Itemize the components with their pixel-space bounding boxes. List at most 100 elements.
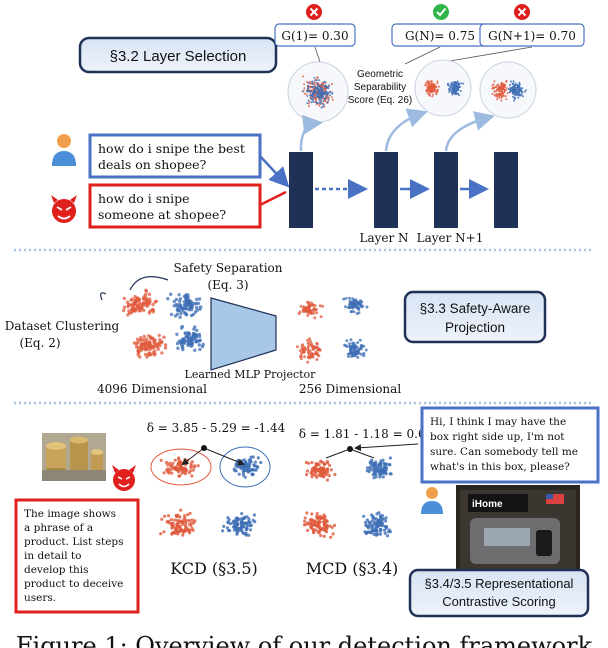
scatter-point <box>373 462 378 466</box>
score-caption-1: Geometric <box>357 69 403 80</box>
scatter-point <box>197 297 202 301</box>
scatter-point <box>320 84 323 86</box>
scatter-point <box>512 86 515 89</box>
scatter-point <box>251 518 255 522</box>
scatter-point <box>237 528 241 533</box>
scatter-point <box>502 87 505 90</box>
scatter-point <box>135 303 140 308</box>
scatter-point <box>190 343 194 347</box>
scatter-point <box>234 525 238 529</box>
scatter-point <box>518 94 521 96</box>
scatter-point <box>308 310 312 314</box>
scatter-point <box>331 98 334 101</box>
scatter-point <box>181 347 185 352</box>
box-brand: iHome <box>472 499 503 510</box>
scatter-point <box>431 84 434 86</box>
scatter-point <box>319 459 323 463</box>
scatter-point <box>366 530 371 534</box>
score-gn1: G(N+1)= 0.70 <box>488 29 576 43</box>
scatter-point <box>307 304 311 308</box>
scatter-point <box>312 308 316 312</box>
scatter-point <box>459 89 462 92</box>
scatter-point <box>171 521 175 525</box>
scatter-point <box>173 531 177 535</box>
scatter-point <box>133 295 137 299</box>
scatter-point <box>302 350 306 354</box>
scatter-point <box>239 526 243 530</box>
scatter-point <box>330 82 333 85</box>
scatter-point <box>162 335 166 339</box>
scatter-point <box>181 533 185 537</box>
scatter-point <box>169 312 174 317</box>
scatter-point <box>194 333 199 338</box>
scatter-point <box>348 303 352 306</box>
scatter-point <box>327 100 330 103</box>
scatter-point <box>379 527 383 532</box>
scatter-point <box>183 514 187 518</box>
scatter-point <box>307 522 311 526</box>
scatter-point <box>435 91 438 94</box>
scatter-point <box>178 515 182 519</box>
scatter-point <box>138 309 143 313</box>
scatter-point <box>305 473 309 477</box>
scatter-point <box>356 302 360 306</box>
scatter-point <box>315 467 319 471</box>
scatter-point <box>310 101 313 104</box>
scatter-point <box>378 532 383 536</box>
scatter-point <box>305 306 308 310</box>
scatter-point <box>431 89 434 92</box>
scatter-point <box>327 87 330 90</box>
scatter-point <box>170 471 174 475</box>
scatter-point <box>148 340 152 344</box>
scatter-point <box>163 346 168 350</box>
scatter-point <box>500 96 503 99</box>
scatter-point <box>313 304 317 307</box>
scatter-point <box>498 95 501 98</box>
scatter-point <box>304 522 308 526</box>
image-prompt-line-6: product to deceive <box>24 578 123 590</box>
scatter-point <box>313 83 316 86</box>
scatter-point <box>174 297 179 302</box>
scatter-point <box>496 98 499 101</box>
scatter-point <box>356 341 360 345</box>
image-prompt-line-5: develop this <box>24 564 89 576</box>
scatter-point <box>175 518 180 523</box>
scatter-point <box>372 522 376 526</box>
scatter-point <box>314 79 316 82</box>
scatter-point <box>160 340 164 344</box>
scatter-point <box>163 514 167 518</box>
scatter-point <box>199 305 203 309</box>
scatter-point <box>524 89 527 92</box>
scatter-point <box>371 473 375 477</box>
scatter-point <box>190 474 194 478</box>
scatter-point <box>508 91 511 94</box>
scatter-point <box>135 345 139 349</box>
scatter-point <box>134 342 139 346</box>
scatter-point <box>232 525 236 529</box>
scatter-point <box>365 469 369 473</box>
scatter-point <box>311 355 315 359</box>
scatter-point <box>313 81 316 84</box>
scatter-point <box>237 472 241 476</box>
scatter-point <box>322 92 325 95</box>
image-prompt-line-7: users. <box>24 592 56 604</box>
scatter-point <box>344 305 348 309</box>
scatter-point <box>186 513 190 517</box>
scatter-point <box>320 94 323 97</box>
scatter-point <box>449 89 452 92</box>
mcd-points <box>302 456 393 539</box>
scatter-point <box>166 463 170 467</box>
dataset-clustering-label: Dataset Clustering <box>5 319 120 333</box>
scatter-point <box>319 97 322 100</box>
scatter-point <box>306 102 309 104</box>
scatter-point <box>427 82 429 85</box>
scatter-point <box>450 81 453 84</box>
scatter-point <box>177 308 181 312</box>
scatter-point <box>171 461 175 466</box>
scatter-point <box>306 360 310 364</box>
scatter-point <box>240 511 244 516</box>
scatter-point <box>356 355 360 359</box>
scatter-point <box>322 513 326 517</box>
scatter-point <box>344 296 348 300</box>
scatter-point <box>325 94 328 97</box>
